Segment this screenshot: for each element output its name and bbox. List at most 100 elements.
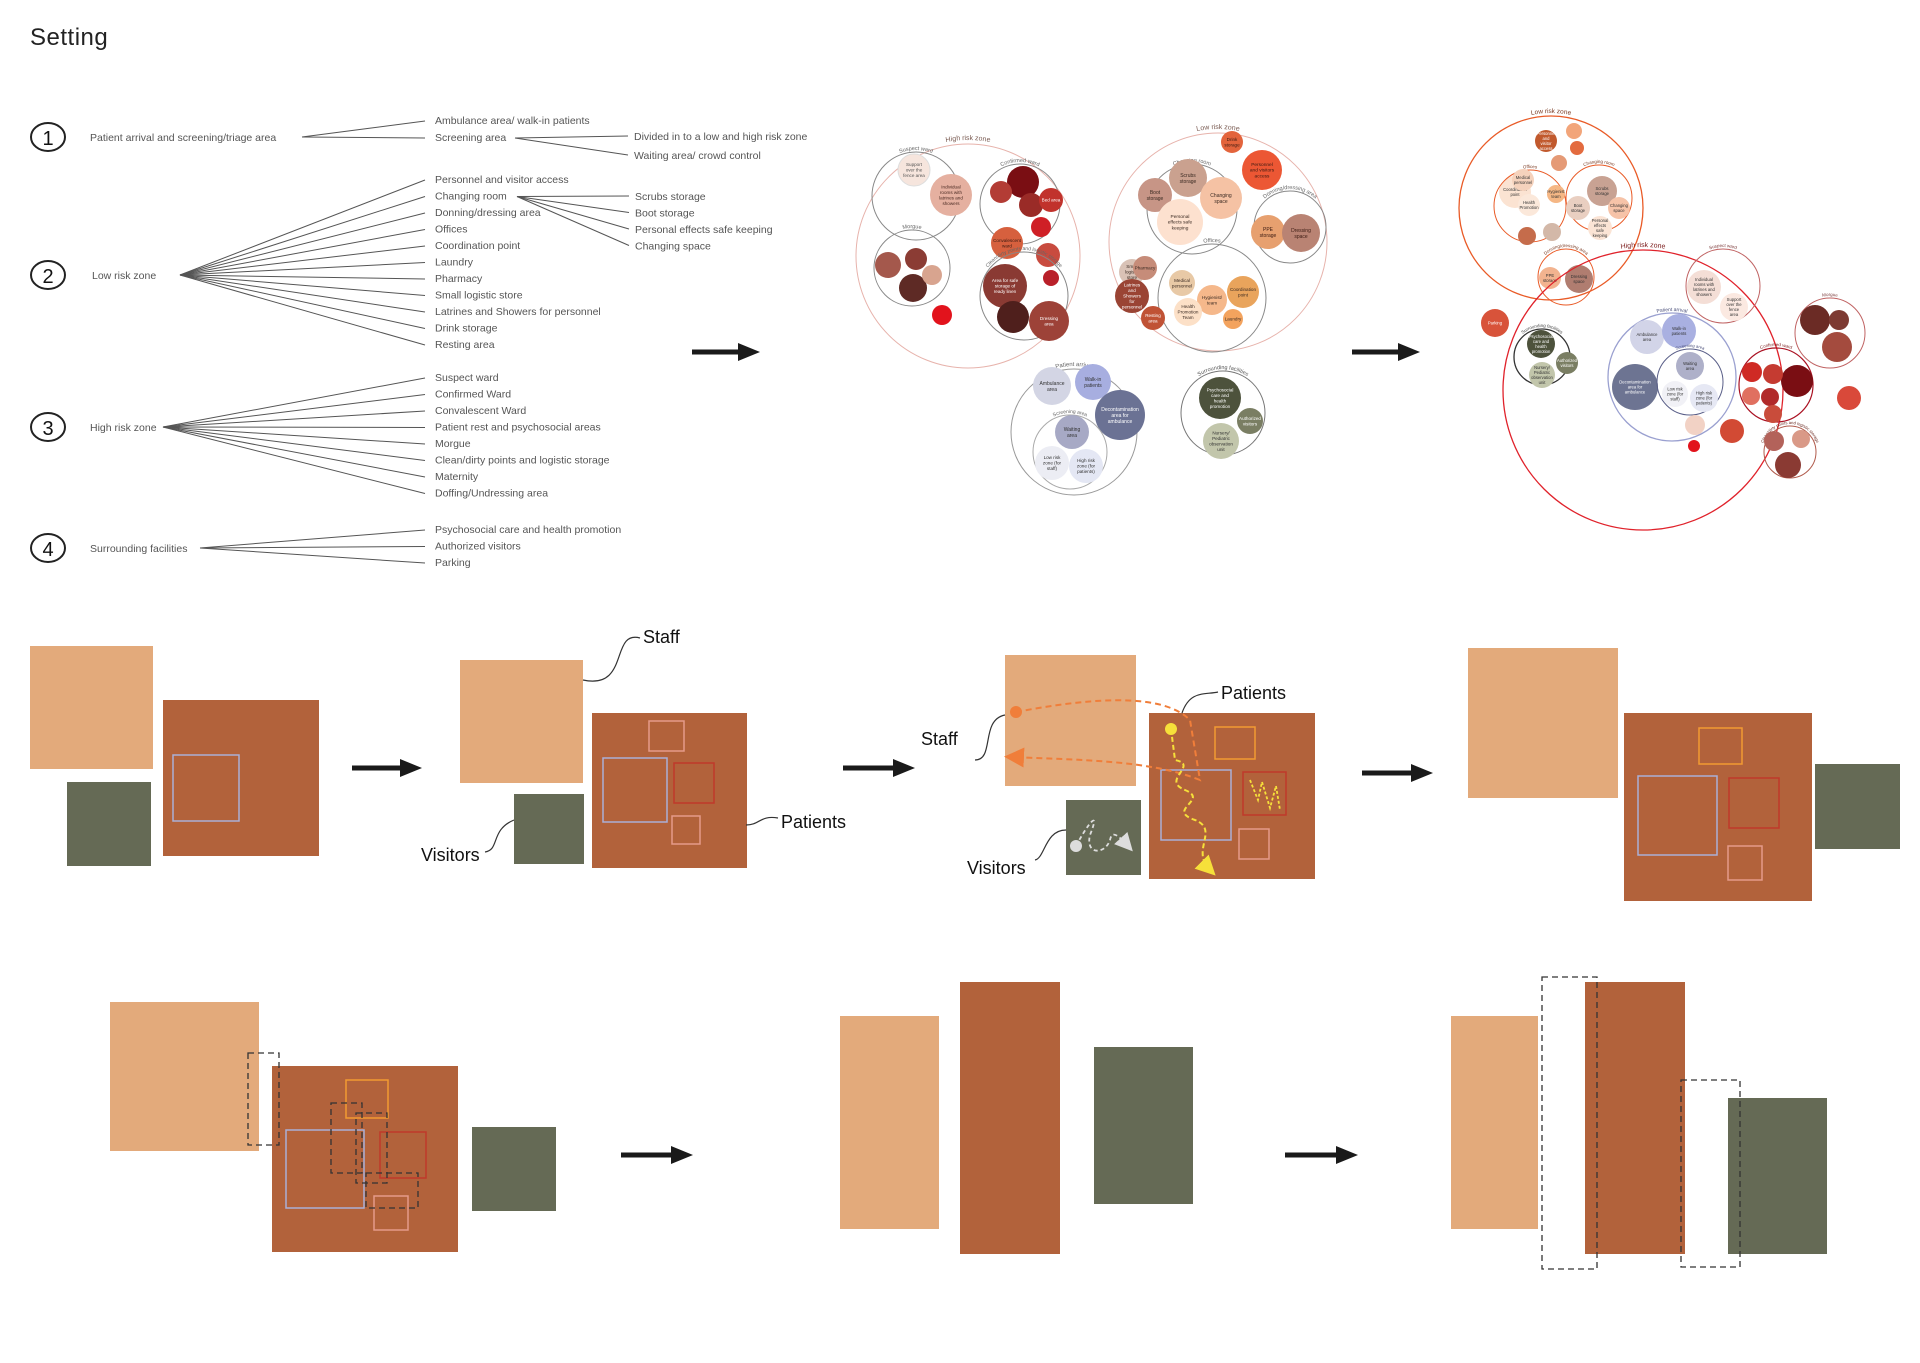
ward-outline <box>1727 845 1763 881</box>
visitors-block <box>67 782 151 866</box>
visitors-block <box>1728 1098 1827 1254</box>
bubble <box>1551 155 1567 171</box>
bubble <box>1157 243 1267 353</box>
tree-branch <box>162 426 426 494</box>
section-number-circle <box>30 533 66 563</box>
program-item: Suspect ward <box>435 372 499 384</box>
zone-label: Changing room <box>1582 159 1615 167</box>
section-label: Low risk zone <box>92 270 156 282</box>
bubble <box>1237 408 1263 434</box>
expansion-zone <box>1680 1079 1741 1268</box>
staff-block <box>1468 648 1618 798</box>
zone-label-low-risk: Low risk zone <box>1196 124 1240 133</box>
bubble <box>905 248 927 270</box>
tree-branch <box>179 274 426 313</box>
bubble <box>1822 332 1852 362</box>
program-sub-item: Waiting area/ crowd control <box>634 150 761 162</box>
program-item: Confirmed Ward <box>435 389 511 401</box>
bubble <box>1720 419 1744 443</box>
sub-branch <box>514 137 629 156</box>
bubble <box>1763 364 1783 384</box>
patient-path <box>1249 778 1281 812</box>
bubble <box>1032 414 1108 490</box>
tree-branch <box>162 394 426 428</box>
section-label: Patient arrival and screening/triage are… <box>90 132 276 144</box>
bubble <box>1556 352 1578 374</box>
staff-block <box>840 1016 939 1229</box>
bubble <box>1169 270 1195 296</box>
ward-outline <box>285 1129 365 1209</box>
flow-arrowhead <box>400 759 422 777</box>
bubble <box>1529 362 1555 388</box>
tree-branch <box>162 426 426 461</box>
flow-arrowhead <box>893 759 915 777</box>
bubble <box>1157 199 1203 245</box>
visitors-label: Visitors <box>967 858 1026 878</box>
program-item: Patient rest and psychosocial areas <box>435 422 601 434</box>
section-number-circle <box>30 122 66 152</box>
bubble <box>1227 276 1259 308</box>
staff-path <box>1004 699 1202 782</box>
zone-boundary-high-risk <box>855 143 1081 369</box>
program-item: Ambulance area/ walk-in patients <box>435 115 590 127</box>
tree-branch <box>162 426 426 428</box>
bubble <box>897 153 931 187</box>
sub-branch <box>516 196 630 246</box>
tree-branch <box>162 377 426 428</box>
bubble <box>1763 425 1817 479</box>
bubble <box>1043 270 1059 286</box>
bubble <box>1688 440 1700 452</box>
tree-branch <box>179 274 426 280</box>
section-label: Surrounding facilities <box>90 543 187 555</box>
ward-outline <box>379 1131 427 1179</box>
bubble <box>875 252 901 278</box>
zone-label: Suspect ward <box>898 146 933 155</box>
staff-label: Staff <box>643 627 681 647</box>
patient-path <box>1170 728 1216 876</box>
bubble <box>1547 185 1565 203</box>
bubble <box>1133 256 1157 280</box>
ward-outline <box>1242 771 1287 816</box>
patients-block <box>1585 982 1685 1254</box>
staff-block <box>1451 1016 1538 1229</box>
ward-outline <box>1728 777 1780 829</box>
bubble <box>1588 216 1612 240</box>
section-number: 4 <box>42 539 53 561</box>
bubble <box>1829 310 1849 330</box>
program-sub-item: Changing space <box>635 241 711 253</box>
tree-branch <box>179 212 426 276</box>
patients-label: Patients <box>781 812 846 832</box>
tree-branch <box>162 426 426 445</box>
sub-branch <box>516 196 630 230</box>
bubble <box>1242 150 1282 190</box>
zone-label-surrounding: Surrounding facilities <box>1197 365 1250 378</box>
program-item: Latrines and Showers for personnel <box>435 306 601 318</box>
bubble <box>1035 446 1069 480</box>
ward-outline <box>602 757 668 823</box>
program-item: Laundry <box>435 257 474 269</box>
visitors-block <box>514 794 584 864</box>
program-item: Parking <box>435 557 471 569</box>
